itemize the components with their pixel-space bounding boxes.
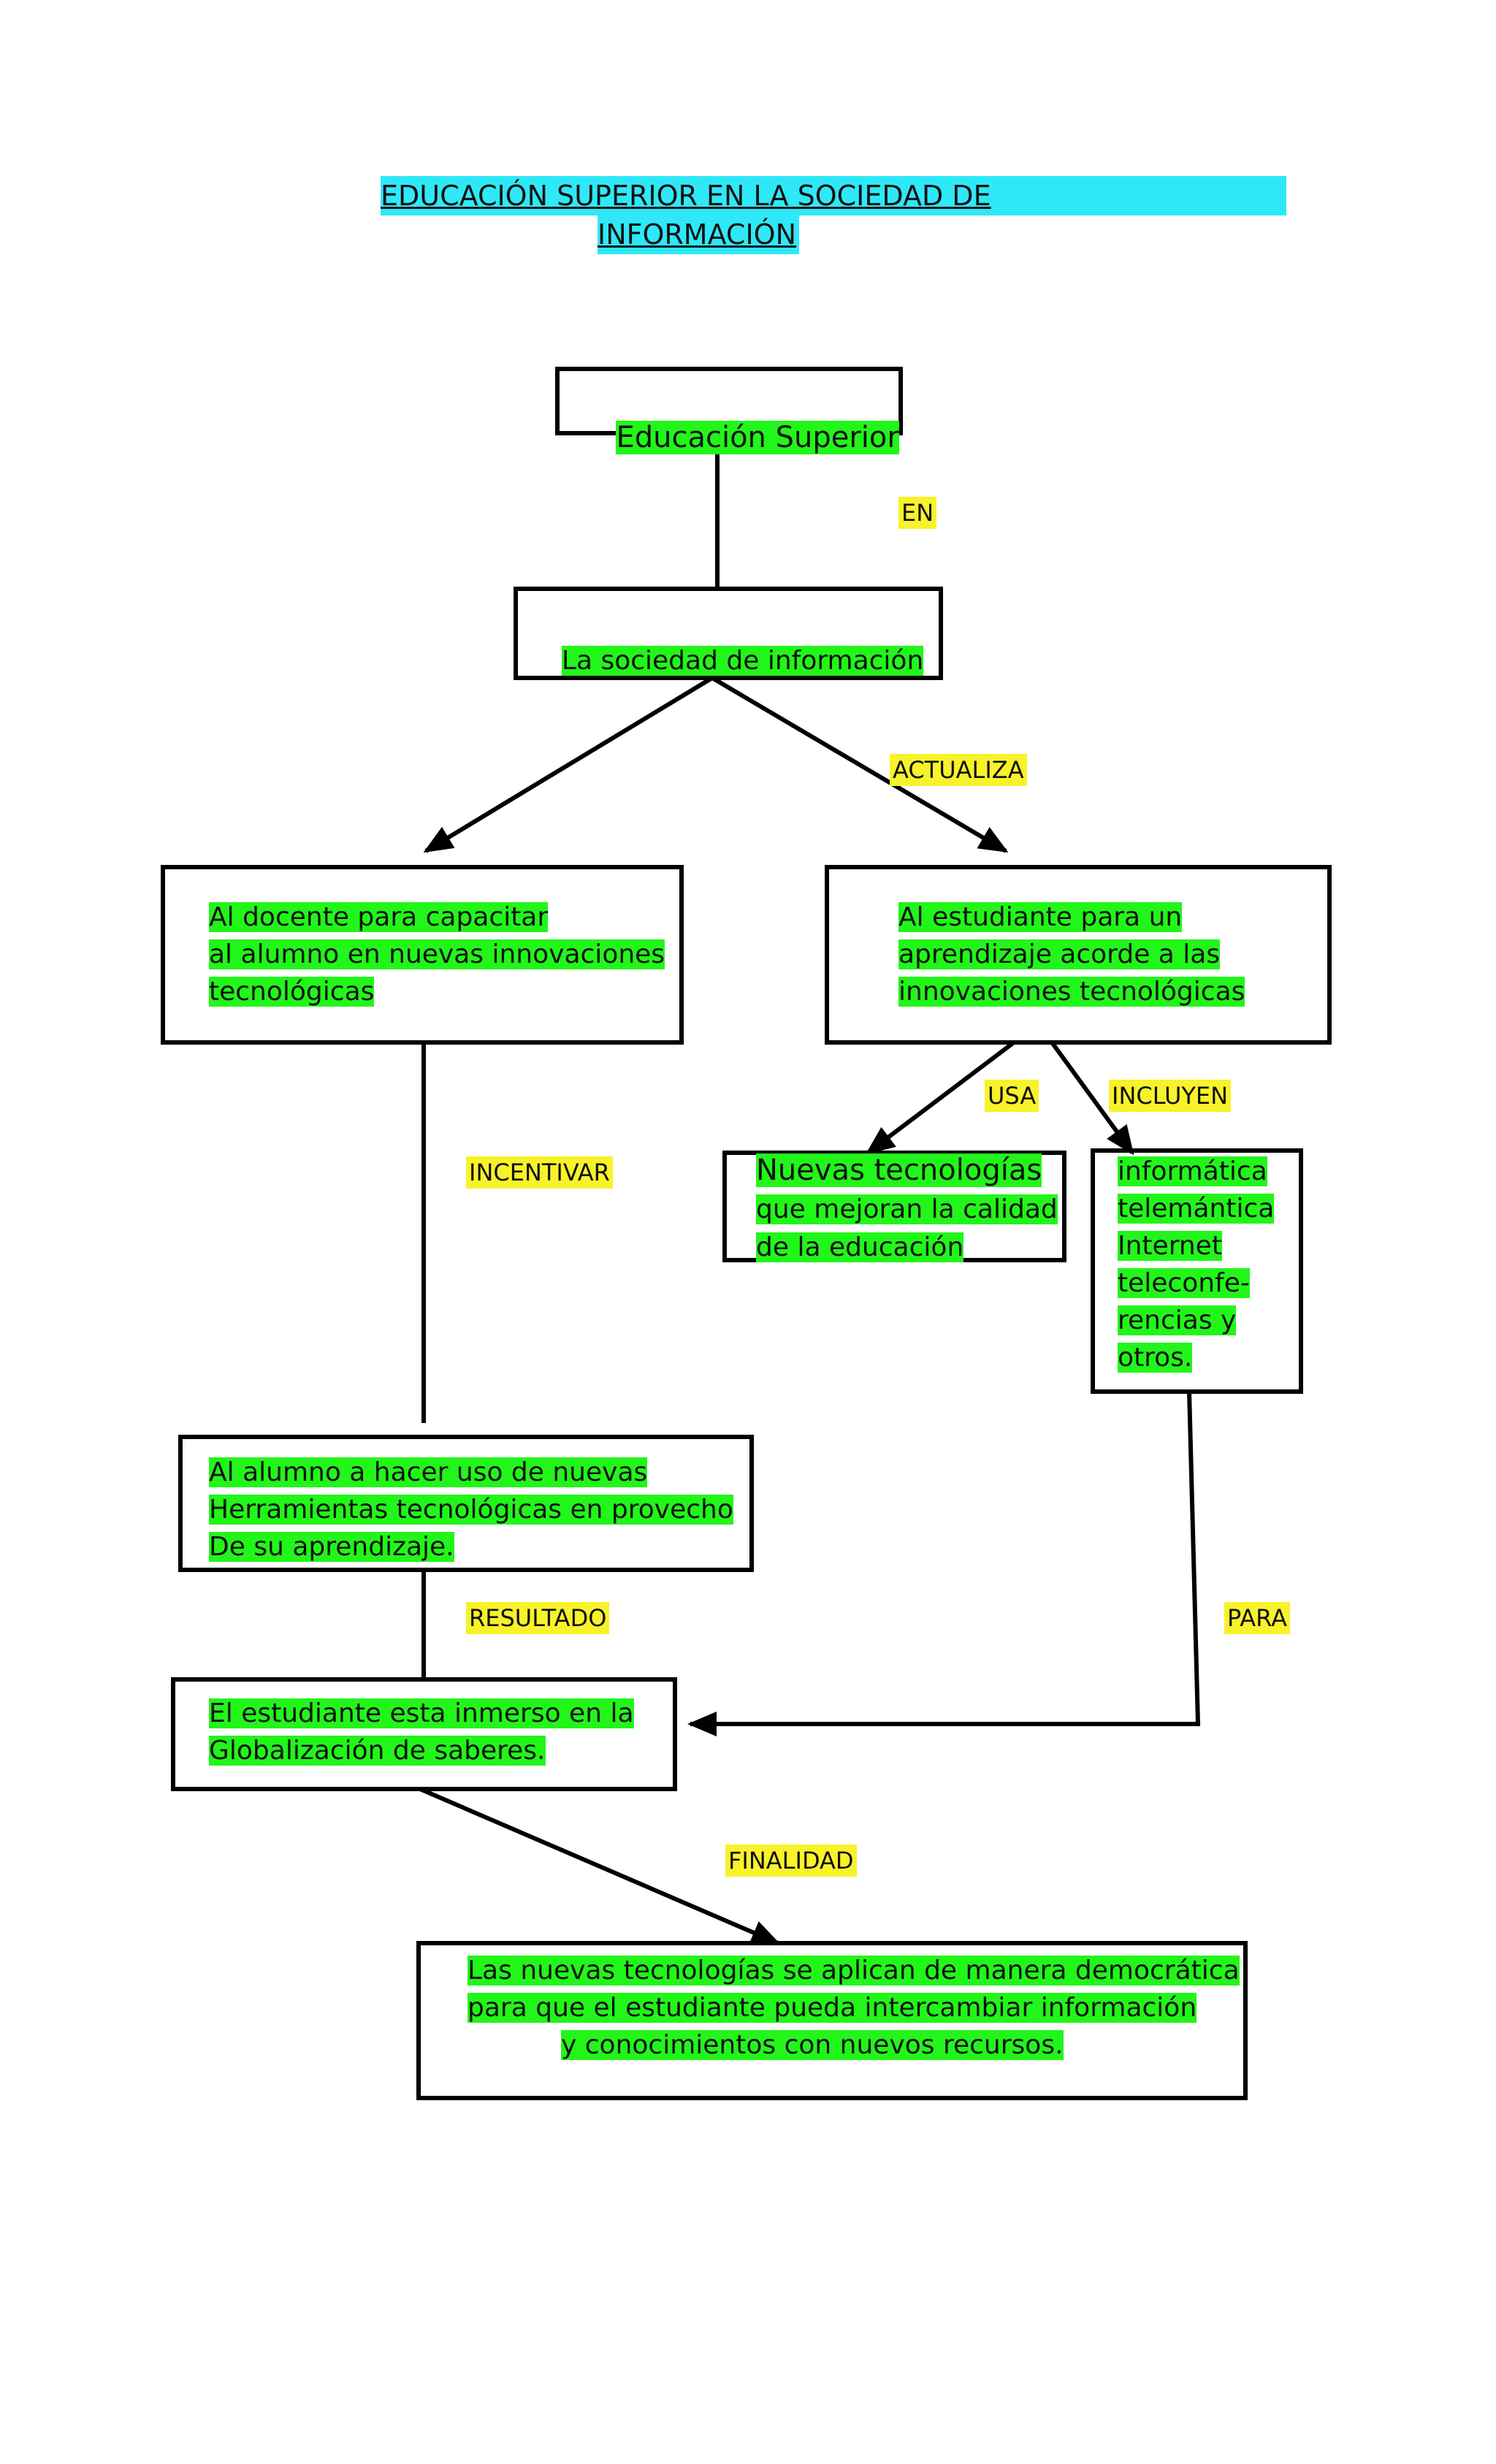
diagram-title-line2: INFORMACIÓN — [598, 215, 799, 254]
box-finalidad — [416, 1941, 1248, 2100]
node-estudiante-line2: aprendizaje acorde a las — [898, 939, 1221, 969]
node-finalidad-line3: y conocimientos con nuevos recursos. — [561, 2030, 1064, 2060]
node-informatica-line5: rencias y — [1118, 1305, 1237, 1335]
node-estudiante: Al estudiante para un aprendizaje acorde… — [898, 899, 1245, 1010]
node-finalidad: Las nuevas tecnologías se aplican de man… — [468, 1952, 1240, 2064]
node-alumno-line1: Al alumno a hacer uso de nuevas — [209, 1457, 648, 1487]
node-nuevas-tecnologias-line2: que mejoran la calidad — [756, 1194, 1058, 1224]
node-finalidad-line2: para que el estudiante pueda intercambia… — [468, 1993, 1197, 2023]
node-informatica-line3: Internet — [1118, 1231, 1222, 1261]
node-informatica-line2: telemántica — [1118, 1194, 1275, 1224]
node-alumno: Al alumno a hacer uso de nuevas Herramie… — [209, 1454, 733, 1565]
node-informatica: informática telemántica Internet telecon… — [1118, 1153, 1275, 1376]
arrow-to-docente — [423, 676, 714, 853]
box-informatica — [1091, 1148, 1303, 1394]
node-nuevas-tecnologias-line3: de la educación — [756, 1232, 964, 1262]
node-globalizacion: El estudiante esta inmerso en la Globali… — [209, 1695, 634, 1769]
arrow-to-informatica — [1050, 1041, 1134, 1156]
node-docente-line2: al alumno en nuevas innovaciones — [209, 939, 665, 969]
label-actualiza: ACTUALIZA — [890, 754, 1027, 786]
node-docente-line3: tecnológicas — [209, 977, 375, 1007]
node-globalizacion-line2: Globalización de saberes. — [209, 1736, 546, 1766]
arrow-to-estudiante — [711, 676, 1009, 853]
node-sociedad-informacion: La sociedad de información — [545, 605, 924, 679]
label-para: PARA — [1224, 1602, 1290, 1634]
diagram-title-line1: EDUCACIÓN SUPERIOR EN LA SOCIEDAD DE — [381, 176, 1286, 215]
label-incentivar: INCENTIVAR — [466, 1156, 613, 1189]
node-sociedad-informacion-text: La sociedad de información — [561, 646, 924, 676]
label-incluyen: INCLUYEN — [1109, 1080, 1232, 1112]
arrow-informatica-to-globalizacion — [687, 1391, 1201, 1736]
label-resultado: RESULTADO — [466, 1602, 610, 1634]
node-nuevas-tecnologias: Nuevas tecnologías que mejoran la calida… — [756, 1151, 1058, 1267]
node-docente-line1: Al docente para capacitar — [209, 902, 549, 932]
node-alumno-line3: De su aprendizaje. — [209, 1532, 454, 1562]
node-informatica-line4: teleconfe- — [1118, 1268, 1250, 1298]
node-alumno-line2: Herramientas tecnológicas en provecho — [209, 1495, 733, 1525]
arrow-to-finalidad — [419, 1787, 781, 1945]
node-educacion-superior-text: Educación Superior — [616, 421, 899, 454]
node-informatica-line6: otros. — [1118, 1343, 1193, 1373]
label-en: EN — [898, 497, 937, 529]
label-finalidad: FINALIDAD — [725, 1845, 857, 1877]
box-alumno — [178, 1435, 754, 1572]
node-docente: Al docente para capacitar al alumno en n… — [209, 899, 665, 1010]
node-finalidad-line1: Las nuevas tecnologías se aplican de man… — [468, 1956, 1240, 1986]
label-usa: USA — [985, 1080, 1039, 1112]
node-estudiante-line1: Al estudiante para un — [898, 902, 1183, 932]
node-nuevas-tecnologias-line1: Nuevas tecnologías — [756, 1153, 1042, 1187]
node-informatica-line1: informática — [1118, 1156, 1267, 1186]
node-globalizacion-line1: El estudiante esta inmerso en la — [209, 1698, 634, 1728]
box-sociedad-informacion — [514, 587, 943, 680]
node-estudiante-line3: innovaciones tecnológicas — [898, 977, 1245, 1007]
arrow-to-nuevas-tecnologias — [865, 1040, 1015, 1155]
node-educacion-superior: Educación Superior — [598, 382, 899, 457]
box-estudiante — [825, 865, 1332, 1045]
